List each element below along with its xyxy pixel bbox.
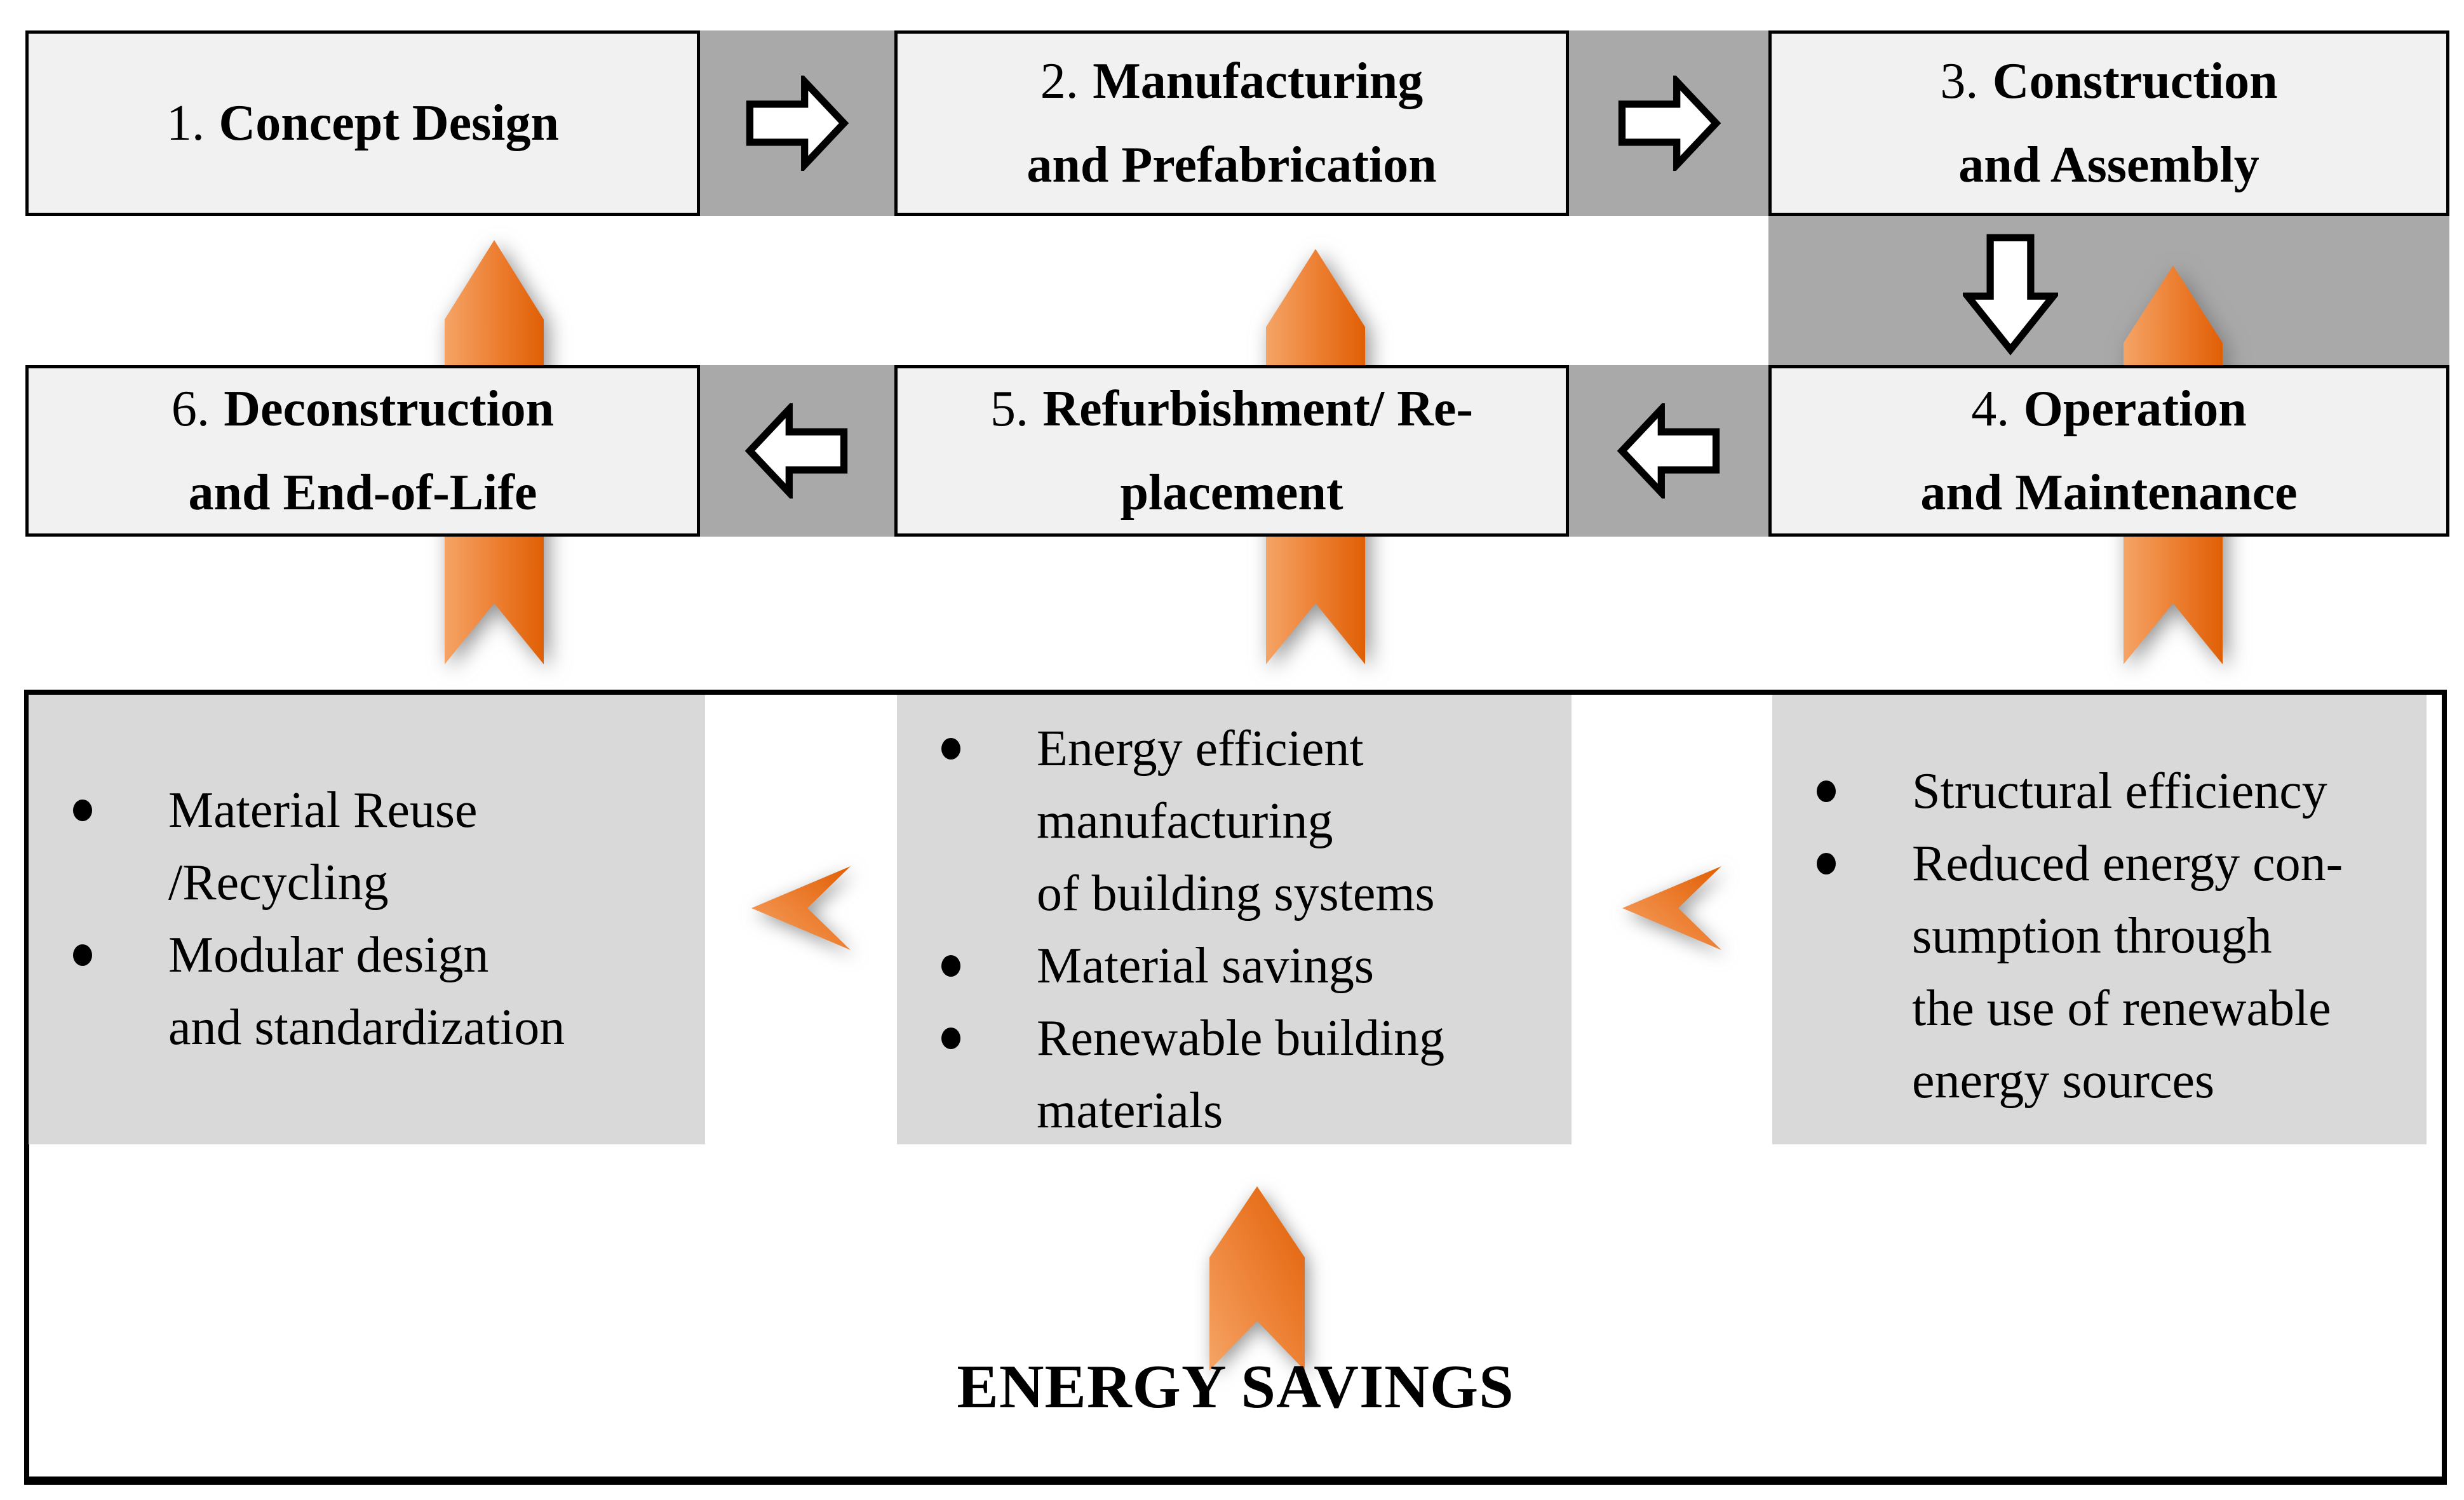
bullet-text: Energy efficient manufacturing of buildi… [1037, 721, 1435, 921]
stage-box-operation: 4.Operation and Maintenance [1768, 365, 2449, 537]
stage-title-line1: Refurbishment/ Re- [1042, 381, 1474, 437]
bullet-icon [1817, 780, 1836, 802]
stage-title-line1: Concept Design [219, 95, 559, 151]
connector-stage1-stage2 [700, 30, 894, 216]
bullet-icon [73, 800, 92, 821]
chevron-left-icon [1622, 866, 1721, 950]
connector-stage3-stage4 [1768, 216, 2449, 365]
list-item: Renewable building materials [897, 1002, 1572, 1147]
bullet-icon [941, 955, 960, 977]
list-item: Material savings [897, 930, 1572, 1002]
stage-box-refurbishment: 5.Refurbishment/ Re- placement [894, 365, 1569, 537]
stage-number: 6. [171, 381, 210, 437]
bullet-icon [941, 738, 960, 760]
list-item: Material Reuse /Recycling [29, 774, 705, 919]
list-item: Energy efficient manufacturing of buildi… [897, 713, 1572, 930]
list-item: Structural efficiency [1772, 755, 2427, 827]
benefits-panel-manufacturing: Energy efficient manufacturing of buildi… [897, 695, 1572, 1144]
stage-title-line1: Construction [1992, 53, 2278, 109]
benefits-panel-deconstruction: Material Reuse /Recycling Modular design… [29, 695, 705, 1144]
stage-title-line2: and End-of-Life [188, 465, 537, 521]
list-item: Reduced energy con- sumption through the… [1772, 827, 2427, 1117]
benefits-panel-operation: Structural efficiency Reduced energy con… [1772, 695, 2427, 1144]
stage-box-manufacturing: 2.Manufacturing and Prefabrication [894, 30, 1569, 216]
energy-savings-label: ENERGY SAVINGS [957, 1353, 1514, 1421]
stage-title-line2: and Prefabrication [1027, 137, 1437, 193]
list-item: Modular design and standardization [29, 919, 705, 1064]
stage-number: 3. [1940, 53, 1979, 109]
connector-stage4-stage5 [1569, 365, 1768, 537]
bullet-icon [73, 944, 92, 966]
arrow-left-icon [1617, 403, 1720, 499]
stage-number: 4. [1971, 381, 2010, 437]
bullet-text: Modular design and standardization [168, 927, 565, 1055]
bullet-text: Material savings [1037, 938, 1374, 994]
connector-stage5-stage6 [700, 365, 894, 537]
stage-title-line2: placement [1120, 465, 1343, 521]
stage-title: 5.Refurbishment/ Re- [990, 367, 1473, 451]
stage-title: 1.Concept Design [166, 81, 559, 165]
stage-title-line1: Deconstruction [224, 381, 555, 437]
stage-box-construction: 3.Construction and Assembly [1768, 30, 2449, 216]
bullet-text: Material Reuse /Recycling [168, 782, 478, 911]
arrow-left-icon [744, 403, 848, 499]
arrow-right-icon [746, 76, 849, 171]
chevron-up-icon [1209, 1186, 1305, 1370]
stage-title-line1: Manufacturing [1093, 53, 1424, 109]
stage-title: 6.Deconstruction [172, 367, 554, 451]
connector-stage2-stage3 [1569, 30, 1768, 216]
stage-number: 2. [1040, 53, 1079, 109]
stage-title: 2.Manufacturing [1040, 39, 1423, 123]
arrow-down-icon [1963, 234, 2058, 356]
stage-box-deconstruction: 6.Deconstruction and End-of-Life [25, 365, 700, 537]
stage-title: 4.Operation [1971, 367, 2246, 451]
stage-title: 3.Construction [1940, 39, 2277, 123]
bullet-text: Structural efficiency [1912, 763, 2327, 819]
stage-number: 1. [166, 95, 205, 151]
chevron-left-icon [751, 866, 851, 950]
stage-title-line2: and Maintenance [1920, 465, 2298, 521]
bullet-text: Renewable building materials [1037, 1010, 1445, 1139]
bullet-icon [941, 1028, 960, 1049]
stage-title-line2: and Assembly [1958, 137, 2259, 193]
stage-number: 5. [990, 381, 1028, 437]
bullet-icon [1817, 853, 1836, 874]
arrow-right-icon [1618, 76, 1721, 171]
stage-box-concept-design: 1.Concept Design [25, 30, 700, 216]
bullet-text: Reduced energy con- sumption through the… [1912, 836, 2343, 1109]
stage-title-line1: Operation [2023, 381, 2247, 437]
